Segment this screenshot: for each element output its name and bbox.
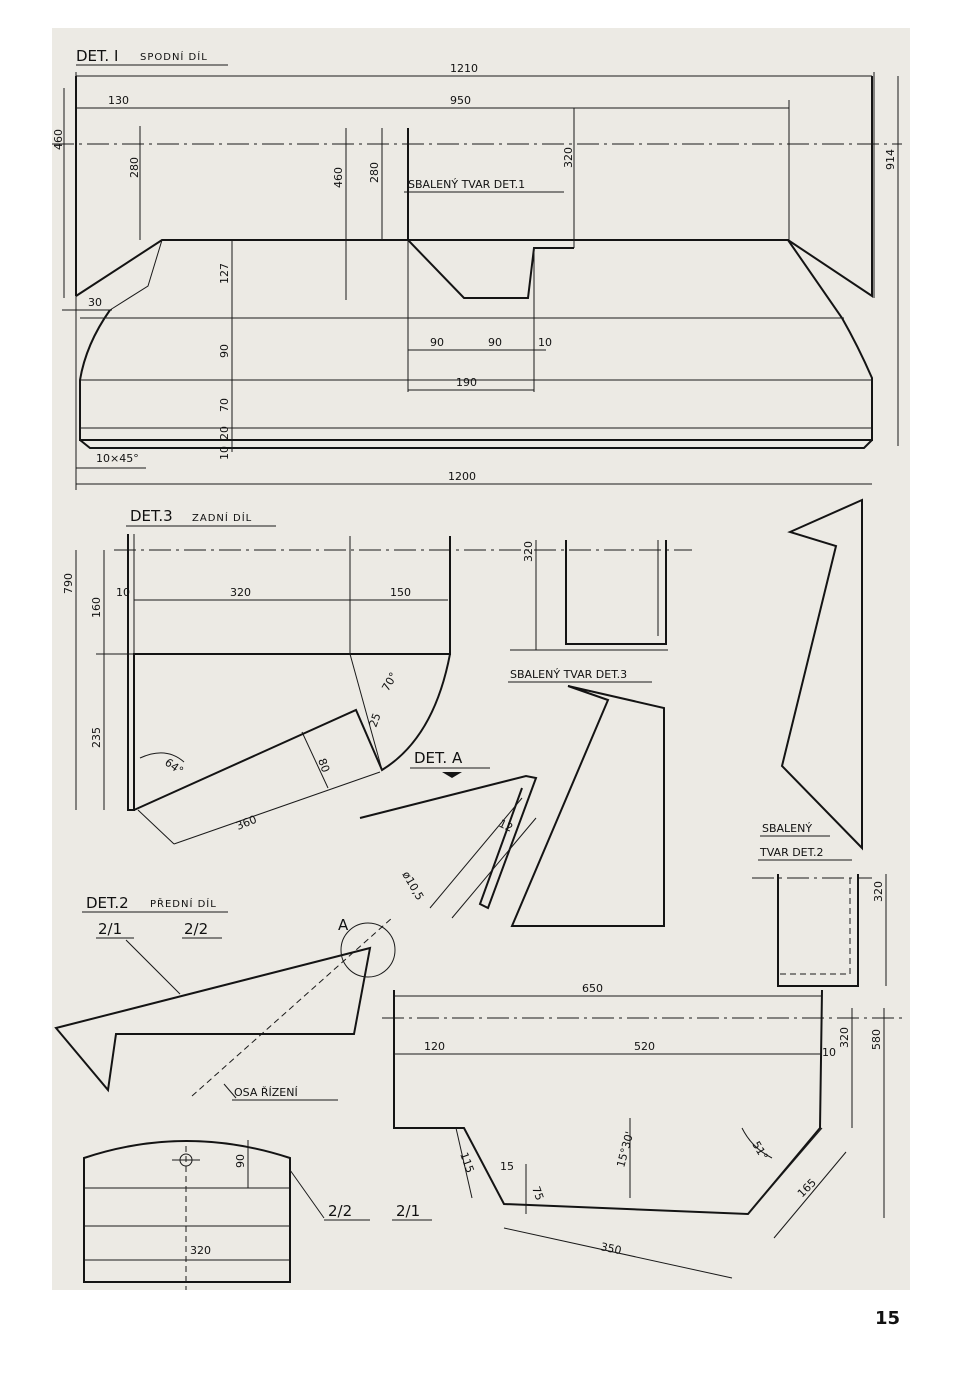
det1-title: DET. I xyxy=(76,47,118,65)
det1-dim-280: 280 xyxy=(128,157,141,178)
technical-drawing: DET. I SPODNÍ DÍL 1210 130 950 460 280 3… xyxy=(52,47,902,1290)
det2-dim-350: 350 xyxy=(599,1240,622,1257)
det3-dim-790: 790 xyxy=(62,573,75,594)
det2-part-a-label-2: 2/1 xyxy=(396,1202,420,1220)
det2-dim-90: 90 xyxy=(234,1154,247,1168)
det1-dim-280-b: 280 xyxy=(368,162,381,183)
det1-dim-90-a: 90 xyxy=(430,336,444,349)
det2-angle-15-30: 15°30' xyxy=(614,1130,636,1169)
det2-dim-650: 650 xyxy=(582,982,603,995)
det1-dim-90-b: 90 xyxy=(488,336,502,349)
det1-dim-460: 460 xyxy=(52,129,65,150)
det1-dim-127: 127 xyxy=(218,263,231,284)
det1-dim-20: 20 xyxy=(218,426,231,440)
det3-dim-80: 80 xyxy=(315,757,332,775)
det2-angle-51: 51° xyxy=(749,1139,770,1162)
det3-back-part: DET.3 ZADNÍ DÍL 790 160 235 10 320 150 7… xyxy=(62,498,863,927)
det3-dim-160: 160 xyxy=(90,597,103,618)
det1-dim-460-b: 460 xyxy=(332,167,345,188)
det2-dim-580: 580 xyxy=(870,1029,883,1050)
det-a-dim-hole: ø10,5 xyxy=(399,869,426,903)
det3-dim-25: 25 xyxy=(367,711,384,729)
det1-dim-1200: 1200 xyxy=(448,470,476,483)
det3-dim-320: 320 xyxy=(230,586,251,599)
det2-folded-label-1: SBALENÝ xyxy=(762,822,812,835)
det2-dim-15: 15 xyxy=(500,1160,514,1173)
det1-dim-320: 320 xyxy=(562,147,575,168)
det1-dim-70: 70 xyxy=(218,398,231,412)
det2-dim-320: 320 xyxy=(872,881,885,902)
det2-dim-75: 75 xyxy=(529,1185,546,1203)
det1-dim-914: 914 xyxy=(884,149,897,170)
det2-part-b-label-2: 2/2 xyxy=(328,1202,352,1220)
det1-dim-1210: 1210 xyxy=(450,62,478,75)
det1-dim-950: 950 xyxy=(450,94,471,107)
det2-dim-320-shield: 320 xyxy=(190,1244,211,1257)
det3-dim-320-b: 320 xyxy=(522,541,535,562)
det2-dim-520: 520 xyxy=(634,1040,655,1053)
det2-front-part: DET.2 PŘEDNÍ DÍL 2/1 2/2 A OSA ŘÍZENÍ 90… xyxy=(54,822,902,1290)
det2-part-a-label: 2/1 xyxy=(98,920,122,938)
det1-dim-30: 30 xyxy=(88,296,102,309)
det2-title: DET.2 xyxy=(86,894,129,912)
det2-subtitle: PŘEDNÍ DÍL xyxy=(150,897,217,910)
det-a-dim-12: 12 xyxy=(497,817,515,835)
det2-axis-label: OSA ŘÍZENÍ xyxy=(234,1086,298,1099)
det2-dim-320-b: 320 xyxy=(838,1027,851,1048)
det3-angle-64: 64° xyxy=(162,756,185,778)
det-a-title: DET. A xyxy=(414,749,463,767)
det2-part-b-label: 2/2 xyxy=(184,920,208,938)
det3-angle-70: 70° xyxy=(379,670,400,693)
det1-bottom-part: DET. I SPODNÍ DÍL 1210 130 950 460 280 3… xyxy=(52,47,902,490)
det3-dim-10: 10 xyxy=(116,586,130,599)
det2-folded-label-2: TVAR DET.2 xyxy=(759,846,824,859)
technical-drawing-sheet: DET. I SPODNÍ DÍL 1210 130 950 460 280 3… xyxy=(52,28,910,1290)
detail-a: DET. A 12 ø10,5 xyxy=(359,749,538,919)
det3-title: DET.3 xyxy=(130,507,173,525)
det1-subtitle: SPODNÍ DÍL xyxy=(140,50,208,63)
det1-dim-10: 10 xyxy=(218,446,231,460)
det2-dim-165: 165 xyxy=(795,1176,819,1200)
det1-dim-10-b: 10 xyxy=(538,336,552,349)
det3-subtitle: ZADNÍ DÍL xyxy=(192,511,252,524)
det1-dim-90: 90 xyxy=(218,344,231,358)
det3-folded-label: SBALENÝ TVAR DET.3 xyxy=(510,668,627,681)
det1-chamfer: 10×45° xyxy=(96,452,139,465)
det1-dim-190: 190 xyxy=(456,376,477,389)
det2-dim-115: 115 xyxy=(457,1151,476,1175)
det3-dim-235: 235 xyxy=(90,727,103,748)
det1-folded-label: SBALENÝ TVAR DET.1 xyxy=(408,178,525,191)
det2-dim-10: 10 xyxy=(822,1046,836,1059)
det1-dim-130: 130 xyxy=(108,94,129,107)
det2-detail-marker: A xyxy=(338,916,349,934)
det3-dim-150: 150 xyxy=(390,586,411,599)
page-number: 15 xyxy=(874,1308,900,1329)
det2-dim-120: 120 xyxy=(424,1040,445,1053)
